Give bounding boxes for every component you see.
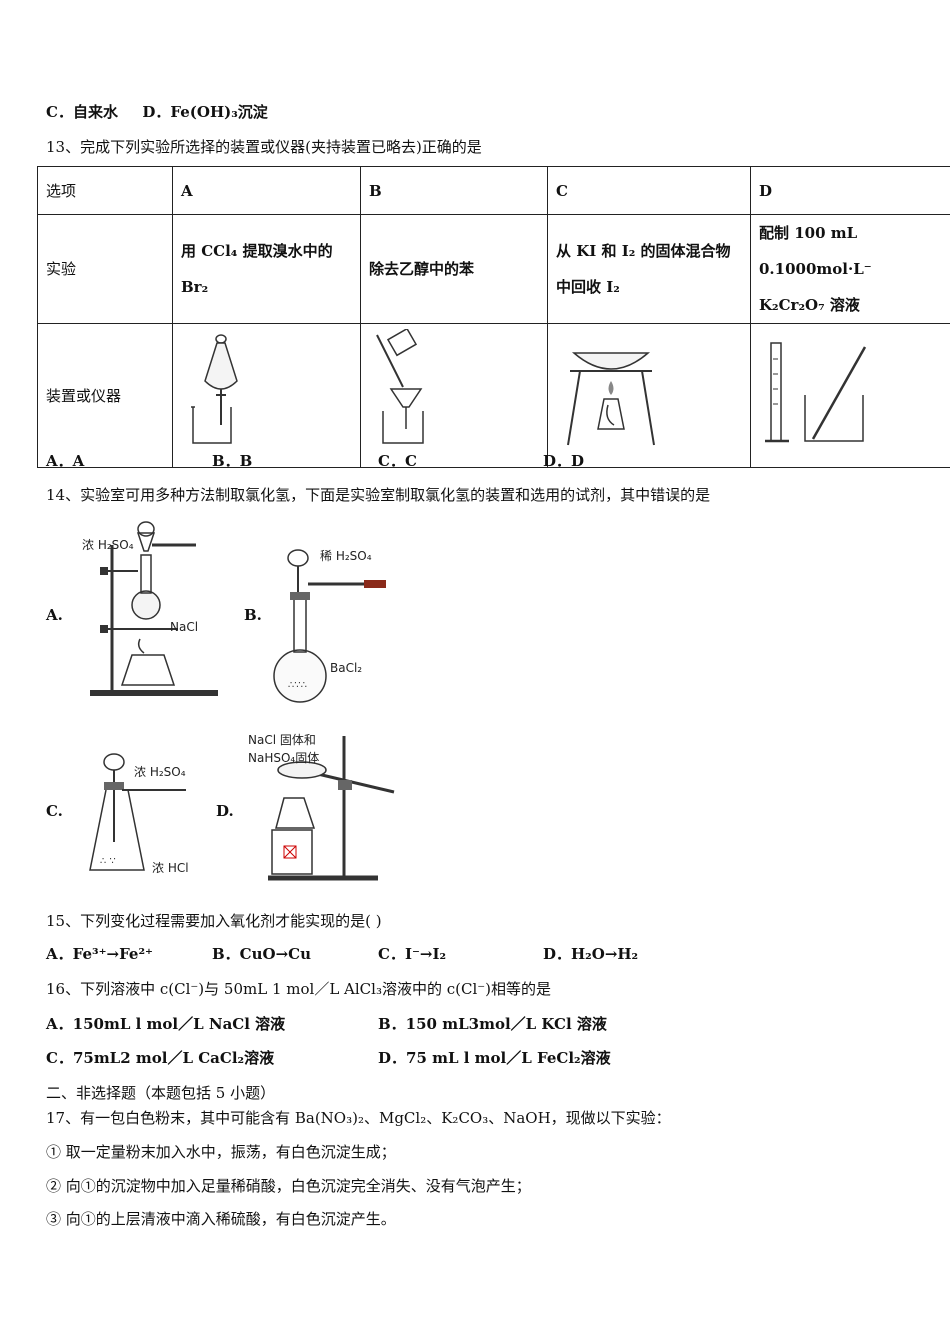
q14-option-a: A. (46, 606, 63, 624)
experiment-label: 实验 (37, 214, 173, 324)
apparatus-c-cell (547, 323, 751, 468)
apparatus-b-cell (360, 323, 548, 468)
c-acid-label: 浓 H₂SO₄ (134, 765, 186, 779)
a-acid-label: 浓 H₂SO₄ (82, 538, 134, 552)
q14-option-b: B. (244, 606, 262, 624)
header-c: C (547, 166, 751, 215)
q15-stem: 15、下列变化过程需要加入氧化剂才能实现的是( ) (46, 912, 382, 930)
experiment-d: 配制 100 mL 0.1000mol·L⁻ K₂Cr₂O₇ 溶液 (750, 214, 950, 324)
experiment-c: 从 KI 和 I₂ 的固体混合物中回收 I₂ (547, 214, 751, 324)
c-liquid-label: 浓 HCl (152, 861, 189, 875)
q13-option-b: B．B (212, 452, 253, 470)
q13-option-d: D．D (543, 452, 585, 470)
header-option: 选项 (37, 166, 173, 215)
header-a: A (172, 166, 361, 215)
q14-apparatus-b: ∴∵∴ 稀 H₂SO₄ BaCl₂ (273, 549, 386, 703)
q12-option-d: D．Fe(OH)₃沉淀 (142, 103, 268, 121)
q12-option-c: C．自来水 (46, 103, 118, 121)
q14-stem: 14、实验室可用多种方法制取氯化氢，下面是实验室制取氯化氢的装置和选用的试剂，其… (46, 486, 711, 504)
d-solid-label-2: NaHSO₄固体 (248, 751, 319, 765)
section-heading: 二、非选择题（本题包括 5 小题） (46, 1084, 276, 1102)
q17-step-1: ① 取一定量粉末加入水中，振荡，有白色沉淀生成； (46, 1143, 396, 1161)
q15-option-b: B．CuO→Cu (212, 945, 312, 963)
table-header-row: 选项 A B C D (37, 166, 950, 215)
apparatus-a-cell (172, 323, 361, 468)
experiment-b: 除去乙醇中的苯 (360, 214, 548, 324)
table-row-apparatus: 装置或仪器 (37, 323, 950, 468)
q17-stem: 17、有一包白色粉末，其中可能含有 Ba(NO₃)₂、MgCl₂、K₂CO₃、N… (46, 1109, 671, 1127)
separatory-funnel-beaker-figure (191, 334, 238, 444)
q14-option-d: D. (216, 802, 234, 820)
apparatus-label: 装置或仪器 (37, 323, 173, 468)
experiment-a: 用 CCl₄ 提取溴水中的 Br₂ (172, 214, 361, 324)
q14-option-c: C. (46, 802, 63, 820)
b-acid-label: 稀 H₂SO₄ (320, 549, 372, 563)
q15-option-d: D．H₂O→H₂ (543, 945, 639, 963)
q13-option-c: C．C (378, 452, 417, 470)
apparatus-d-cell (750, 323, 950, 468)
svg-text:∴ ∵: ∴ ∵ (100, 856, 116, 867)
q16-option-b: B．150 mL3mol／L KCl 溶液 (378, 1015, 607, 1033)
q16-option-c: C．75mL2 mol／L CaCl₂溶液 (46, 1049, 275, 1067)
q13-stem: 13、完成下列实验所选择的装置或仪器(夹持装置已略去)正确的是 (46, 138, 482, 156)
evaporating-dish-tripod-figure (567, 352, 655, 446)
q17-step-2: ② 向①的沉淀物中加入足量稀硝酸，白色沉淀完全消失、没有气泡产生； (46, 1177, 531, 1195)
q12-options: C．自来水 D．Fe(OH)₃沉淀 (46, 102, 268, 122)
q17-step-3: ③ 向①的上层清液中滴入稀硫酸，有白色沉淀产生。 (46, 1210, 396, 1228)
b-solid-label: BaCl₂ (330, 661, 362, 675)
q15-option-c: C．I⁻→I₂ (378, 945, 447, 963)
d-solid-label-1: NaCl 固体和 (248, 733, 316, 747)
q14-apparatus-c: ∴ ∵ 浓 H₂SO₄ 浓 HCl (89, 753, 189, 875)
q16-option-a: A．150mL l mol／L NaCl 溶液 (46, 1015, 286, 1033)
header-b: B (360, 166, 548, 215)
a-solid-label: NaCl (170, 620, 198, 634)
table-row-experiment: 实验 用 CCl₄ 提取溴水中的 Br₂ 除去乙醇中的苯 从 KI 和 I₂ 的… (37, 214, 950, 324)
svg-text:∴∵∴: ∴∵∴ (288, 680, 307, 691)
q13-option-a: A．A (46, 452, 85, 470)
q16-option-d: D．75 mL l mol／L FeCl₂溶液 (378, 1049, 611, 1067)
q13-table: 选项 A B C D 实验 用 CCl₄ 提取溴水中的 Br₂ 除去乙醇中的苯 … (37, 166, 950, 468)
q14-apparatus-d: NaCl 固体和 NaHSO₄固体 (248, 733, 395, 881)
graduated-cylinder-beaker-figure (765, 342, 867, 443)
q16-stem: 16、下列溶液中 c(Cl⁻)与 50mL 1 mol／L AlCl₃溶液中的 … (46, 980, 552, 998)
q14-apparatus-a: 浓 H₂SO₄ NaCl (82, 521, 218, 696)
filtration-funnel-figure (376, 327, 424, 444)
header-d: D (750, 166, 950, 215)
q15-option-a: A．Fe³⁺→Fe²⁺ (46, 945, 153, 963)
